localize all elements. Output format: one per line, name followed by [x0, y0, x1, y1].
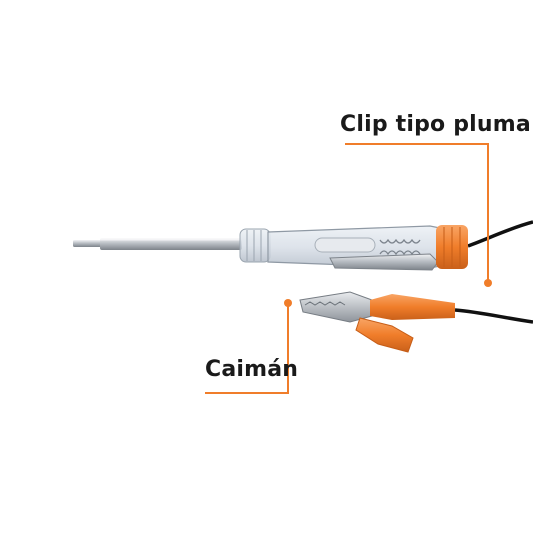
alligator-clip-icon — [299, 291, 455, 353]
caiman-callout-line — [205, 299, 292, 394]
tester-shaft — [73, 238, 242, 250]
clip-callout-line — [345, 143, 492, 287]
tester-handle — [267, 225, 441, 271]
tester-cable — [467, 220, 533, 248]
clip-cable — [454, 308, 533, 324]
tester-end-cap — [436, 225, 468, 269]
tester-collar — [239, 228, 271, 263]
caiman-callout-label: Caimán — [205, 357, 299, 382]
clip-callout-label: Clip tipo pluma — [340, 112, 531, 137]
